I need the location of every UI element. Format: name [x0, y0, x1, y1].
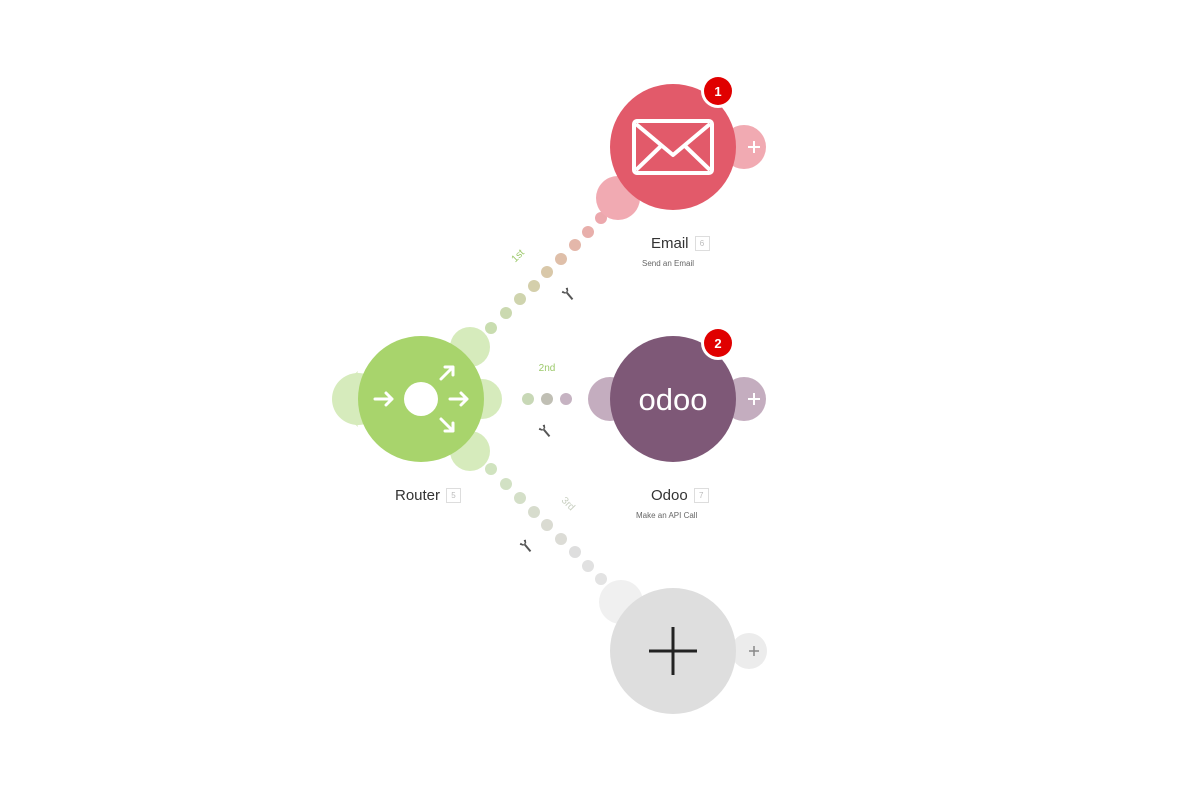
odoo-badge-count: 2: [714, 336, 721, 351]
email-module-subtitle: Send an Email: [642, 259, 695, 268]
add-next-plus-icon[interactable]: [749, 646, 759, 656]
wrench-icon[interactable]: [519, 539, 533, 554]
route-label-1st: 1st: [510, 247, 527, 264]
email-module-label: Email 6: [651, 235, 710, 253]
odoo-module-subtitle: Make an API Call: [636, 511, 698, 520]
route-1st-connector[interactable]: [485, 212, 607, 334]
email-module-id: 6: [694, 236, 710, 251]
odoo-logo: odoo: [639, 382, 708, 417]
router-module-name: Router: [395, 487, 441, 504]
odoo-module-id: 7: [693, 488, 709, 503]
envelope-icon: [632, 119, 714, 175]
odoo-module-name: Odoo: [651, 487, 688, 504]
odoo-module-label: Odoo 7: [651, 487, 709, 505]
route-3rd-connector[interactable]: [485, 463, 607, 585]
router-module-id: 5: [446, 488, 462, 503]
router-module-label: Router 5: [395, 487, 462, 505]
wrench-icon[interactable]: [561, 287, 575, 302]
email-badge-count: 1: [714, 84, 721, 99]
email-module-name: Email: [651, 235, 689, 252]
router-arrows-icon: [373, 365, 469, 433]
plus-icon: [649, 627, 697, 675]
operations-badge: [701, 326, 735, 360]
add-module[interactable]: [599, 580, 767, 714]
email-module[interactable]: [596, 74, 766, 220]
odoo-module[interactable]: [588, 326, 766, 462]
route-2nd-connector[interactable]: [522, 393, 572, 405]
add-next-plus-icon[interactable]: [748, 393, 760, 405]
route-label-3rd: 3rd: [559, 495, 577, 513]
operations-badge: [701, 74, 735, 108]
add-next-plus-icon[interactable]: [748, 141, 760, 153]
router-module[interactable]: [332, 327, 502, 471]
route-label-2nd: 2nd: [539, 363, 556, 374]
wrench-icon[interactable]: [538, 424, 552, 439]
